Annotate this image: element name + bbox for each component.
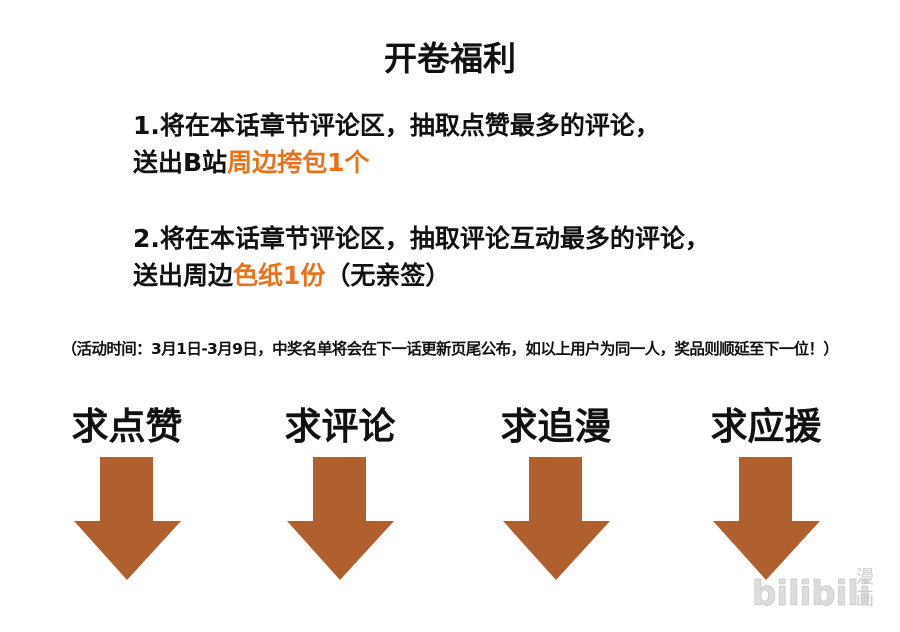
ask-like: 求点赞 <box>71 405 183 448</box>
ask-comment: 求评论 <box>284 405 396 448</box>
down-arrow-icon <box>713 457 820 580</box>
svg-text:漫: 漫 <box>856 567 874 588</box>
rule2-line1: 2.将在本话章节评论区，抽取评论互动最多的评论， <box>133 224 710 253</box>
page-title: 开卷福利 <box>384 39 516 78</box>
rule2-prize: 色纸1份 <box>233 261 326 290</box>
down-arrow-icon <box>287 457 394 580</box>
rule2-line2: 送出周边色纸1份（无亲签） <box>133 256 450 292</box>
bilibili-manga-logo: bilibili 漫 画 <box>752 567 874 613</box>
rule1-line1: 1.将在本话章节评论区，抽取点赞最多的评论， <box>133 111 660 140</box>
down-arrow-icon <box>503 457 610 580</box>
svg-text:画: 画 <box>856 589 874 610</box>
rule1-line2: 送出B站周边挎包1个 <box>133 143 369 179</box>
rule2-suffix: （无亲签） <box>325 261 451 290</box>
rule1-prefix: 送出B站 <box>133 148 228 177</box>
ask-follow: 求追漫 <box>500 405 612 448</box>
down-arrow-icon <box>74 457 181 580</box>
rule1-prize: 周边挎包1个 <box>227 148 370 177</box>
ask-support: 求应援 <box>710 405 822 448</box>
rule2-prefix: 送出周边 <box>133 261 234 290</box>
svg-text:bilibili: bilibili <box>752 574 871 613</box>
activity-note: （活动时间：3月1日-3月9日，中奖名单将会在下一话更新页尾公布，如以上用户为同… <box>61 340 839 358</box>
